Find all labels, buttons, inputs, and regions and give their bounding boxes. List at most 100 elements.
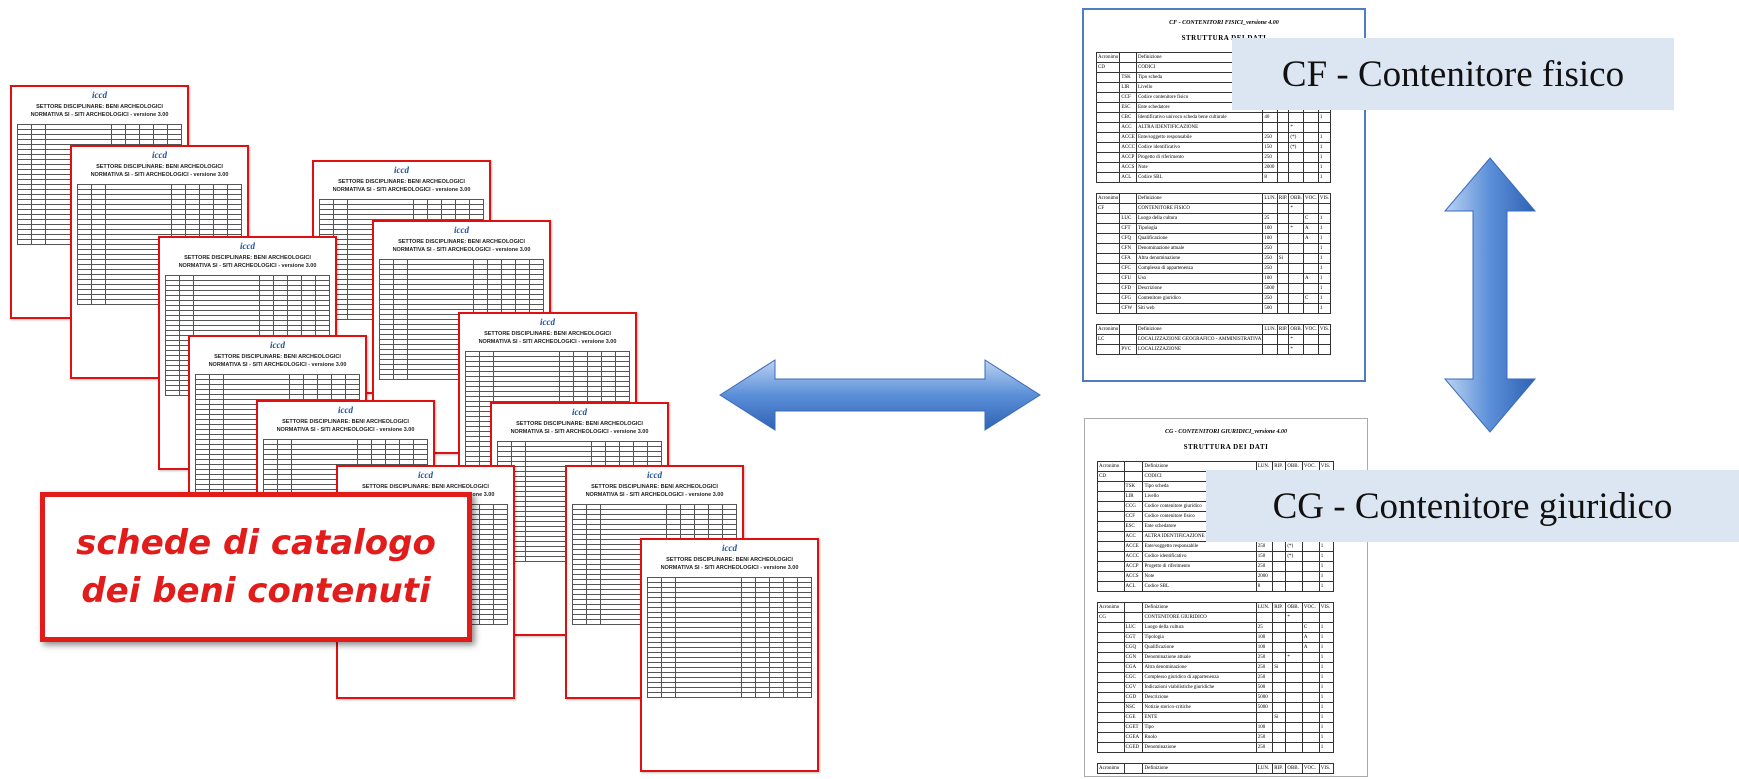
cg-label-text: CG - Contenitore giuridico [1272, 485, 1673, 527]
table-cell [1301, 571, 1320, 582]
table-cell: ACCC [1123, 551, 1144, 562]
table-cell: 5000 [1262, 283, 1278, 294]
table-cell: OBB. [1288, 324, 1304, 335]
table-cell: 25 [1262, 213, 1278, 224]
table-cell [1301, 722, 1320, 733]
table-cell: CFQ [1119, 233, 1137, 244]
table-cell [1276, 142, 1290, 153]
sheet-header-line2: NORMATIVA SI - SITI ARCHEOLOGICI - versi… [510, 429, 649, 435]
table-cell [1272, 722, 1287, 733]
table-cell: Codice identificativo [1142, 551, 1257, 562]
table-cell [1095, 263, 1121, 274]
table-cell [1301, 541, 1320, 552]
table-cell: Si [1272, 712, 1287, 723]
table-cell [1097, 652, 1125, 663]
table-cell [1097, 732, 1125, 743]
table-cell: 250 [1255, 662, 1274, 673]
sheet-header-line1: SETTORE DISCIPLINARE: BENI ARCHEOLOGICI [484, 331, 611, 337]
table-cell [1097, 742, 1125, 753]
table-cell [1097, 531, 1125, 542]
table-cell [1276, 203, 1290, 214]
table-cell [1317, 334, 1332, 345]
table-cell: OBB. [1285, 602, 1303, 613]
table-cell: CD [1095, 62, 1121, 73]
table-cell [1095, 122, 1121, 133]
table-cell: LUN. [1255, 763, 1274, 774]
table-cell: RIP. [1276, 193, 1290, 204]
sheet-header-line1: SETTORE DISCIPLINARE: BENI ARCHEOLOGICI [591, 484, 718, 490]
table-cell: CFC [1119, 263, 1137, 274]
table-cell: 1 [1318, 632, 1334, 643]
table-cell: Luogo della cultura [1142, 622, 1257, 633]
table-cell: 100 [1255, 722, 1274, 733]
table-cell: OBB. [1285, 763, 1303, 774]
table-cell: 1 [1318, 551, 1334, 562]
table-cell: ACC [1119, 122, 1137, 133]
table-cell [1272, 732, 1287, 743]
table-cell [1097, 511, 1125, 522]
table-cell [1097, 501, 1125, 512]
table-cell: VOC. [1301, 602, 1320, 613]
table-cell [1288, 112, 1304, 123]
table-cell [1302, 132, 1319, 143]
table-cell: Definizione [1135, 324, 1264, 335]
table-cell [1119, 62, 1137, 73]
sheet-header-line1: SETTORE DISCIPLINARE: BENI ARCHEOLOGICI [36, 104, 163, 110]
table-cell: CFT [1119, 223, 1137, 234]
table-cell: VIS. [1317, 324, 1332, 335]
cg-doc-title: CG - CONTENITORI GIURIDICI_versione 4.00 [1164, 429, 1288, 435]
table-cell: Codice SBL [1135, 172, 1264, 183]
table-cell [1097, 702, 1125, 713]
table-cell [1272, 581, 1287, 592]
table-cell: 250 [1255, 672, 1274, 683]
table-cell [1276, 223, 1290, 234]
table-cell [1301, 652, 1320, 663]
table-cell [1097, 672, 1125, 683]
table-cell: 1 [1317, 162, 1332, 173]
table-cell: Contenitore giuridico [1135, 293, 1264, 304]
table-cell: 5000 [1255, 702, 1274, 713]
table-cell: LIR [1119, 82, 1137, 93]
table-cell: ENTE [1142, 712, 1257, 723]
table-cell [1097, 692, 1125, 703]
table-cell [1276, 112, 1290, 123]
table-cell [1119, 203, 1137, 214]
table-cell: 1 [1318, 652, 1334, 663]
table-cell [1301, 581, 1320, 592]
table-cell: 250 [1255, 561, 1274, 572]
table-cell: 1 [1317, 112, 1332, 123]
table-cell [1095, 233, 1121, 244]
table-cell: LUN. [1262, 324, 1278, 335]
table-cell: 25 [1255, 622, 1274, 633]
table-cell [1095, 303, 1121, 314]
table-cell [1276, 273, 1290, 284]
table-cell [1095, 102, 1121, 113]
table-cell: 250 [1255, 732, 1274, 743]
table-cell [1285, 581, 1303, 592]
iccd-logo: iccd [418, 470, 433, 480]
table-cell: CONTENITORE FISICO [1135, 203, 1264, 214]
table-cell: CGED [1123, 742, 1144, 753]
sheet-header-line2: NORMATIVA SI - SITI ARCHEOLOGICI - versi… [90, 172, 229, 178]
table-cell: 1 [1317, 293, 1332, 304]
table-cell: 100 [1262, 273, 1278, 284]
table-cell [1301, 682, 1320, 693]
table-cell: ALTRA IDENTIFICAZIONE [1135, 122, 1264, 133]
table-cell: * [1285, 652, 1303, 663]
table-cell [1288, 162, 1304, 173]
table-cell: 1 [1317, 152, 1332, 163]
table-cell: Qualificazione [1135, 233, 1264, 244]
